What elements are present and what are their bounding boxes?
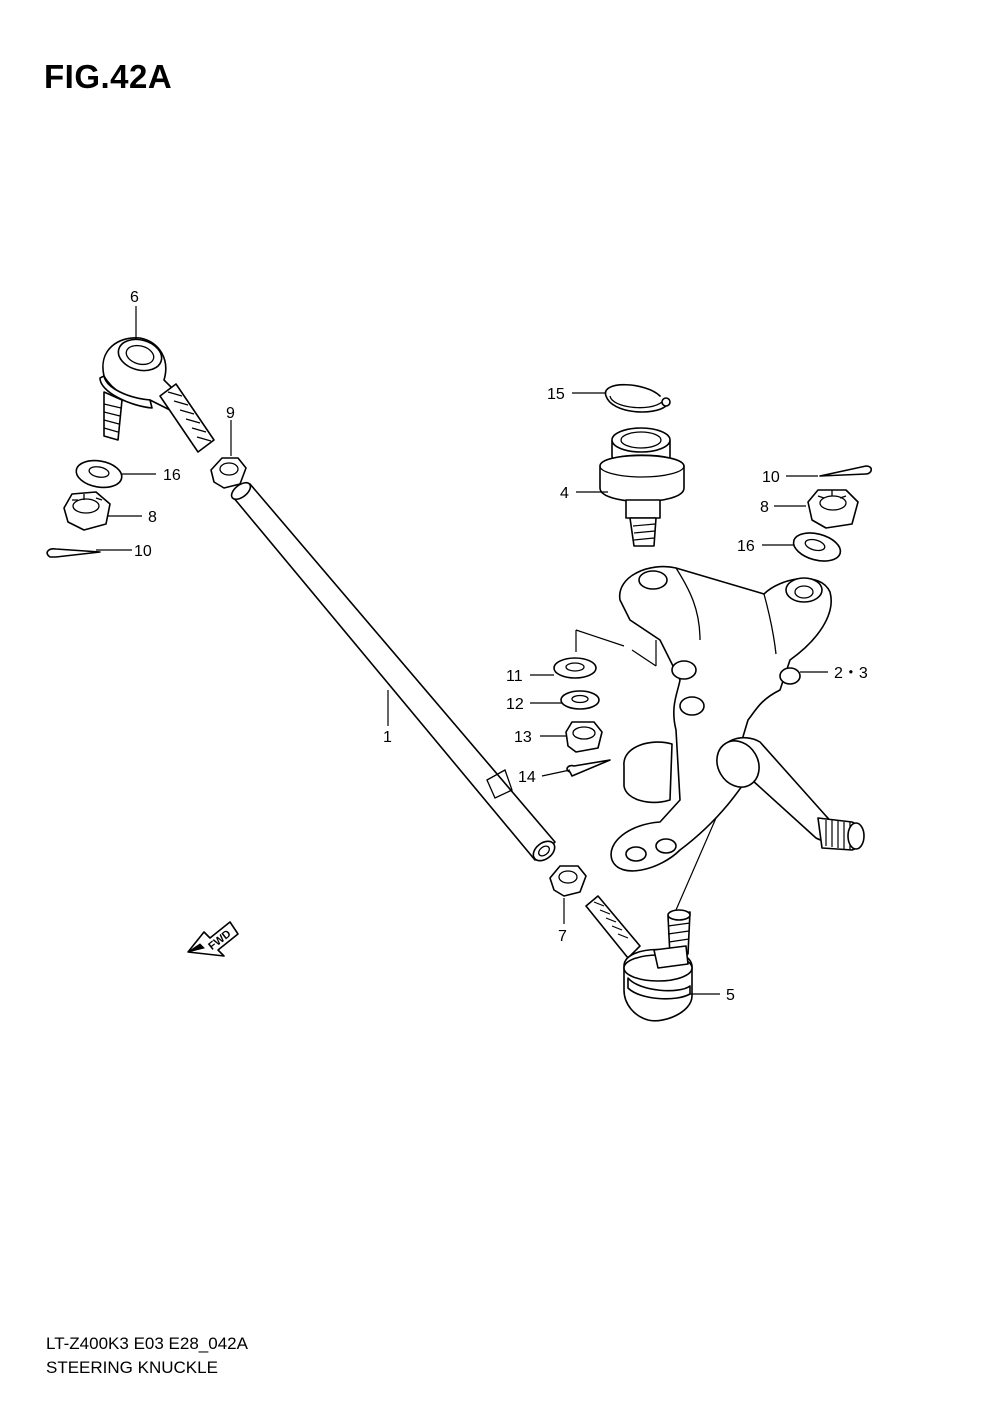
callout-10-right: 10 (762, 469, 780, 486)
callout-15: 15 (547, 386, 565, 403)
cotter-pin-right (819, 465, 873, 477)
washer-12 (560, 690, 600, 710)
tie-rod-end-upper (99, 337, 215, 453)
callout-14: 14 (518, 769, 536, 786)
tie-rod (230, 481, 556, 862)
callout-16-left: 16 (163, 467, 181, 484)
callout-9: 9 (226, 405, 235, 422)
castle-nut-left (63, 491, 111, 531)
callout-5: 5 (726, 987, 735, 1004)
washer-11 (553, 657, 597, 679)
figure-name: STEERING KNUCKLE (46, 1358, 218, 1377)
figure-title: FIG.42A (44, 58, 173, 95)
callout-12: 12 (506, 696, 524, 713)
cotter-pin-left (46, 548, 101, 558)
callout-6: 6 (130, 289, 139, 306)
cotter-pin-14 (566, 759, 611, 777)
fwd-arrow: FWD (187, 921, 239, 957)
callout-16-right: 16 (737, 538, 755, 555)
ball-joint (599, 427, 685, 547)
castle-nut-right (807, 489, 859, 529)
callout-8-right: 8 (760, 499, 769, 516)
jam-nut-upper (210, 457, 247, 489)
callout-1: 1 (383, 729, 392, 746)
steering-knuckle (610, 565, 865, 872)
jam-nut-lower (549, 865, 587, 897)
callout-2-3: 2・3 (834, 665, 868, 682)
washer-right (792, 532, 842, 562)
washer-left (75, 459, 123, 489)
callout-13: 13 (514, 729, 532, 746)
leader-lines (96, 306, 828, 995)
castle-nut-13 (565, 721, 603, 753)
circlip (604, 383, 671, 413)
callout-labels: 6 9 16 8 10 15 4 10 8 16 11 2・3 12 13 14… (130, 289, 868, 1004)
callout-8-left: 8 (148, 509, 157, 526)
callout-7: 7 (558, 928, 567, 945)
callout-4: 4 (560, 485, 569, 502)
tie-rod-end-lower (585, 895, 693, 1022)
figure-model-code: LT-Z400K3 E03 E28_042A (46, 1334, 248, 1353)
callout-10-left: 10 (134, 543, 152, 560)
callout-11: 11 (506, 668, 523, 685)
